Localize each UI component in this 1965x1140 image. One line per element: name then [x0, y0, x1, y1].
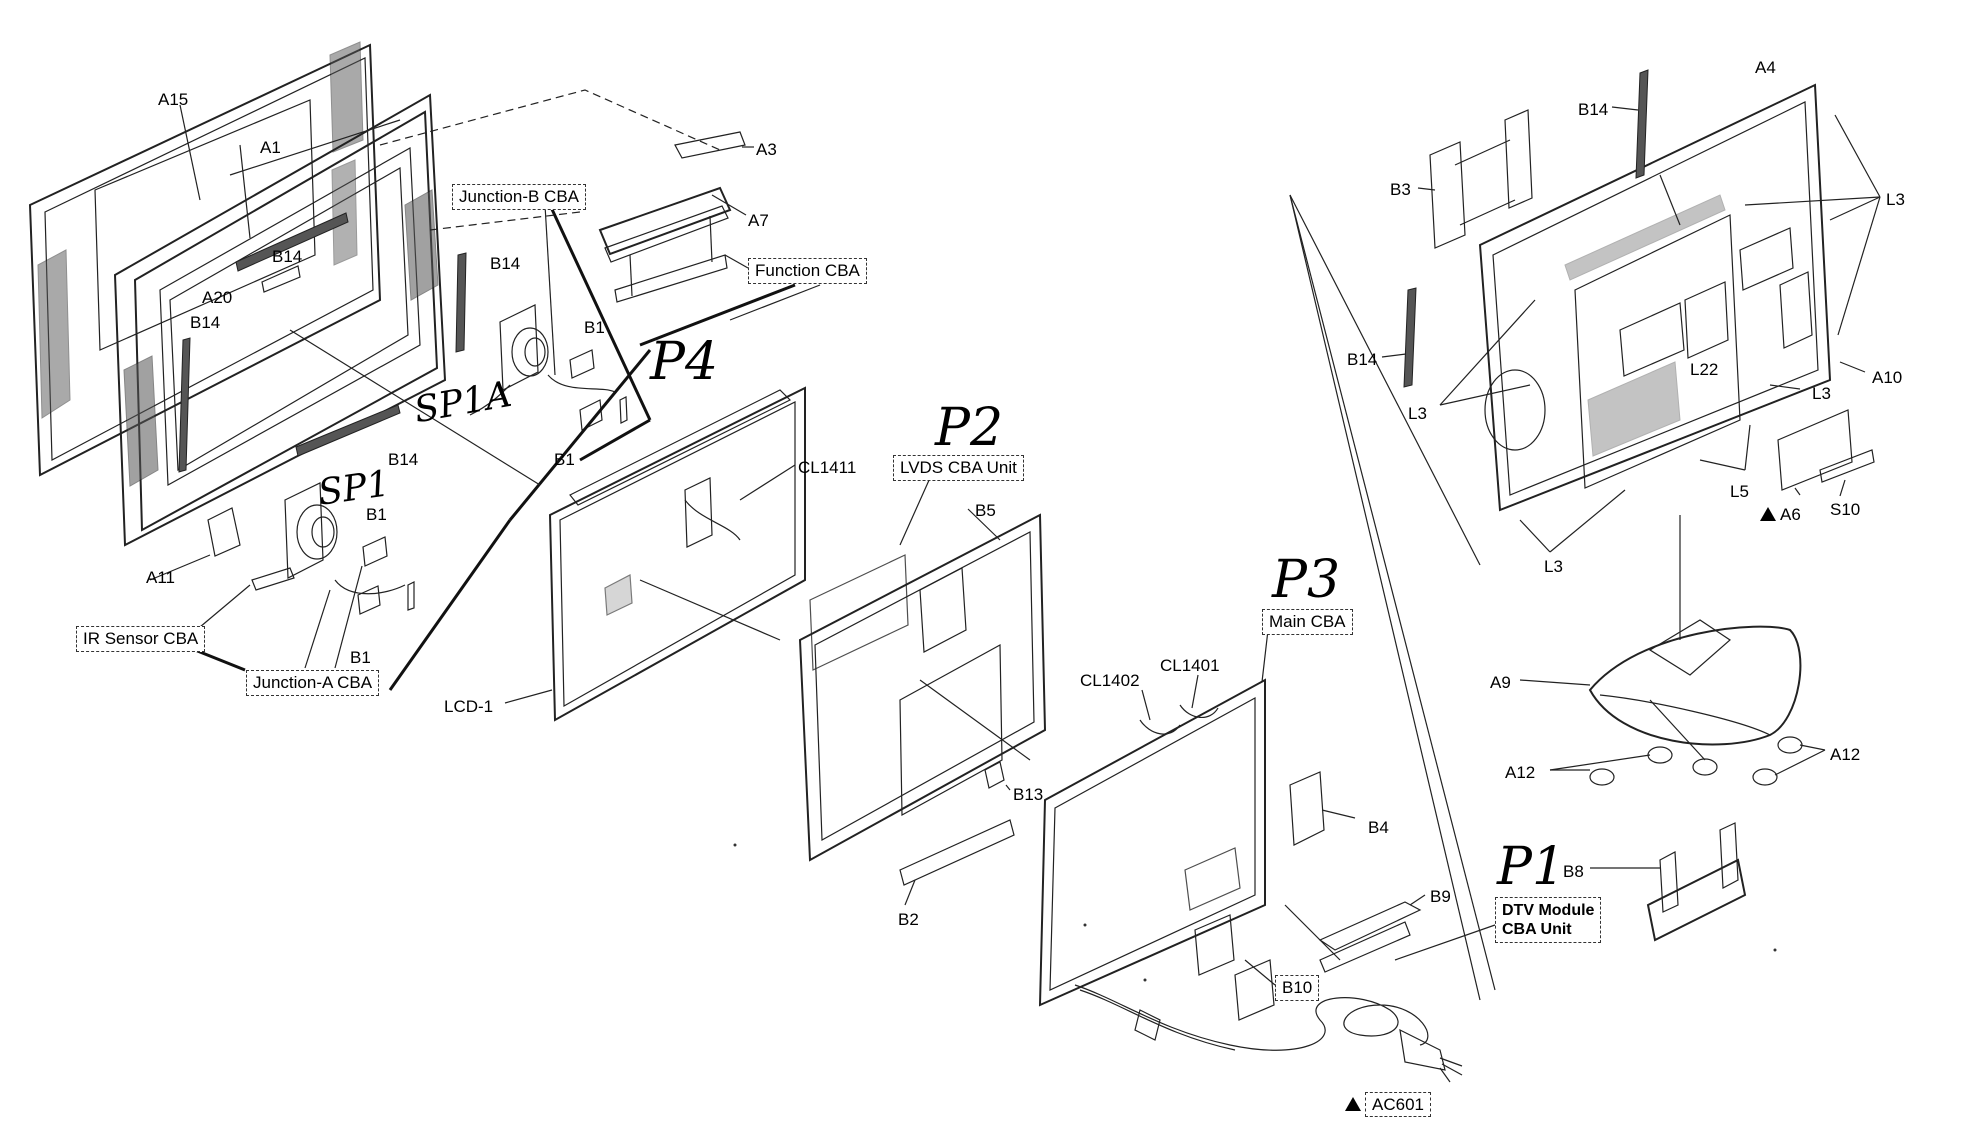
- junction-a-cba-label: Junction-A CBA: [246, 670, 380, 696]
- a7-function-board: [598, 186, 732, 256]
- label-l3: L3: [1812, 384, 1831, 403]
- label-a1: A1: [260, 138, 281, 157]
- warning-icon: [1760, 507, 1776, 521]
- main-cba-label: Main CBA: [1262, 609, 1353, 635]
- label-b1: B1: [584, 318, 605, 337]
- label-l5: L5: [1730, 482, 1749, 501]
- label-a3: A3: [756, 140, 777, 159]
- label-l22: L22: [1690, 360, 1719, 379]
- label-b14: B14: [1347, 350, 1378, 369]
- label-a4: A4: [1755, 58, 1776, 77]
- ac601-label: AC601: [1345, 1092, 1431, 1117]
- label-b14: B14: [388, 450, 419, 469]
- label-a9: A9: [1490, 673, 1511, 692]
- b5-chassis: [798, 513, 1047, 862]
- a15-frame: [28, 43, 382, 477]
- ac601-text: AC601: [1365, 1092, 1431, 1117]
- label-a7: A7: [748, 211, 769, 230]
- b9-shield: [1318, 901, 1422, 951]
- function-cba-label: Function CBA: [748, 258, 867, 284]
- ir-sensor-cba-label: IR Sensor CBA: [76, 626, 206, 652]
- label-a6-text: A6: [1780, 505, 1801, 524]
- label-b1: B1: [366, 505, 387, 524]
- junction-b-cba-label: Junction-B CBA: [452, 184, 586, 210]
- label-a10: A10: [1872, 368, 1903, 387]
- speaker-sp1: [284, 482, 338, 579]
- label-b1: B1: [350, 648, 371, 667]
- b10-label: B10: [1275, 975, 1320, 1001]
- dtv-module-cba-unit-label: DTV Module CBA Unit: [1495, 897, 1602, 943]
- label-cl1401: CL1401: [1160, 656, 1220, 675]
- warning-icon: [1345, 1097, 1361, 1111]
- a9-stand: [1588, 625, 1802, 746]
- a4-back-cover: [1478, 83, 1832, 512]
- dtv-line-2: CBA Unit: [1502, 921, 1572, 938]
- label-b14: B14: [190, 313, 221, 332]
- label-l3: L3: [1886, 190, 1905, 209]
- lvds-cba-unit-label: LVDS CBA Unit: [893, 455, 1024, 481]
- label-b14: B14: [1578, 100, 1609, 119]
- label-b5: B5: [975, 501, 996, 520]
- main-cba: [1038, 678, 1266, 1007]
- label-cl1411: CL1411: [798, 458, 857, 477]
- label-a12: A12: [1505, 763, 1536, 782]
- b3-bracket: [1429, 141, 1466, 249]
- handwritten-p2: P2: [935, 398, 1004, 458]
- label-a6: A6: [1760, 505, 1801, 525]
- label-lcd-1: LCD-1: [444, 697, 494, 716]
- label-b8: B8: [1563, 862, 1584, 881]
- label-b1: B1: [554, 450, 575, 469]
- label-a11: A11: [146, 568, 175, 587]
- a1-sheet: [94, 99, 316, 351]
- dtv-line-1: DTV Module: [1502, 902, 1595, 919]
- handwritten-p1: P1: [1497, 837, 1566, 897]
- b8-bracket: [1646, 858, 1747, 942]
- handwritten-p3: P3: [1272, 550, 1341, 610]
- front-bezel: [113, 93, 447, 547]
- label-b14: B14: [272, 247, 303, 266]
- label-cl1402: CL1402: [1080, 671, 1140, 690]
- label-a12: A12: [1830, 745, 1861, 764]
- label-b2: B2: [898, 910, 919, 929]
- label-l3: L3: [1544, 557, 1563, 576]
- label-a15: A15: [158, 90, 189, 109]
- handwritten-p4: P4: [650, 332, 719, 392]
- label-b9: B9: [1430, 887, 1451, 906]
- label-b14: B14: [490, 254, 521, 273]
- label-b3: B3: [1390, 180, 1411, 199]
- lcd-1-panel: [548, 386, 806, 722]
- label-s10: S10: [1830, 500, 1861, 519]
- speaker-sp1a: [499, 304, 549, 391]
- a3-cover: [674, 131, 746, 159]
- label-a20: A20: [202, 288, 233, 307]
- label-l3: L3: [1408, 404, 1427, 423]
- ac601-power-cord: [1074, 984, 1429, 1051]
- label-b4: B4: [1368, 818, 1389, 837]
- label-b13: B13: [1013, 785, 1044, 804]
